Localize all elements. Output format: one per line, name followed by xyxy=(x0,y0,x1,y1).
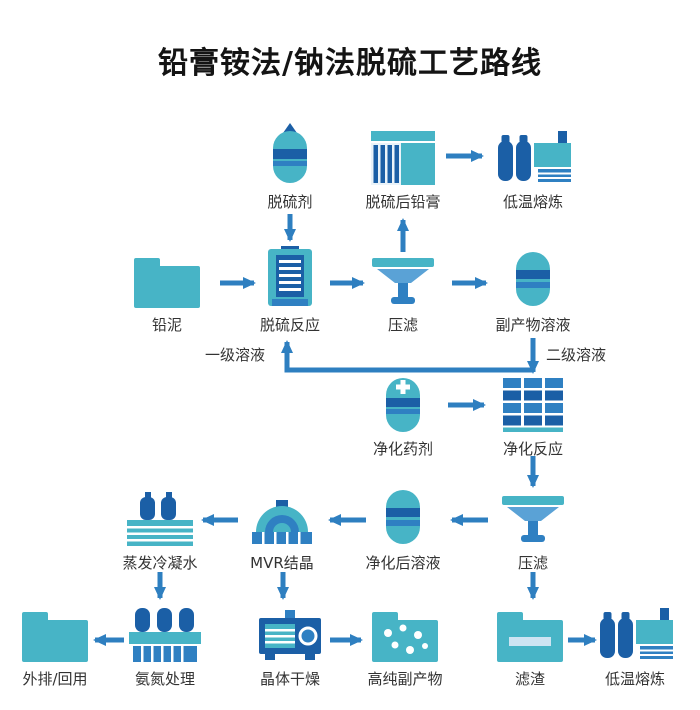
node-label: 低温熔炼 xyxy=(502,193,563,211)
desulfurizer-tank-icon xyxy=(268,123,312,185)
node-low-temp-smelting-bottom: 低温熔炼 xyxy=(580,600,690,689)
solution-tank-icon xyxy=(381,484,425,546)
folder-icon xyxy=(134,246,200,308)
node-label: 净化药剂 xyxy=(372,440,433,458)
node-press-filter-2: 压滤 xyxy=(478,484,588,573)
node-desulfurized-lead-paste: 脱硫后铅膏 xyxy=(348,123,458,212)
treatment-plant-icon xyxy=(127,600,203,662)
filter-press-icon xyxy=(371,246,435,308)
node-mvr-crystallization: MVR结晶 xyxy=(227,484,337,573)
node-purification-reaction: 净化反应 xyxy=(478,370,588,459)
reaction-grid-icon xyxy=(503,370,563,432)
node-label: MVR结晶 xyxy=(250,554,314,572)
node-label: 净化反应 xyxy=(502,440,563,458)
dryer-machine-icon xyxy=(257,600,323,662)
paste-container-icon xyxy=(371,123,435,185)
node-label: 压滤 xyxy=(387,316,418,334)
agent-tank-icon xyxy=(381,370,425,432)
node-ammonia-nitrogen-treatment: 氨氮处理 xyxy=(110,600,220,689)
node-discharge-reuse: 外排/回用 xyxy=(0,600,110,689)
node-label: 铅泥 xyxy=(151,316,182,334)
node-evaporation-condensate: 蒸发冷凝水 xyxy=(105,484,215,573)
reactor-cabinet-icon xyxy=(267,246,313,308)
node-label: 蒸发冷凝水 xyxy=(122,554,198,572)
node-desulfurization-reaction: 脱硫反应 xyxy=(235,246,345,335)
node-label: 副产物溶液 xyxy=(495,316,571,334)
arrow-primary-solution-loop xyxy=(281,340,533,373)
node-label: 脱硫剂 xyxy=(267,193,313,211)
node-desulfurizer: 脱硫剂 xyxy=(235,123,345,212)
node-press-filter-1: 压滤 xyxy=(348,246,458,335)
node-byproduct-solution: 副产物溶液 xyxy=(478,246,588,335)
node-label: 外排/回用 xyxy=(22,670,88,688)
node-high-purity-byproduct: 高纯副产物 xyxy=(350,600,460,689)
edge-label-primary-solution: 一级溶液 xyxy=(205,346,266,364)
smelting-furnace-icon xyxy=(596,600,674,662)
node-crystal-drying: 晶体干燥 xyxy=(235,600,345,689)
node-label: 氨氮处理 xyxy=(134,670,195,688)
page-title: 铅膏铵法/钠法脱硫工艺路线 xyxy=(158,46,542,81)
node-label: 脱硫后铅膏 xyxy=(365,193,441,211)
node-label: 高纯副产物 xyxy=(367,670,443,688)
folder-stripe-icon xyxy=(497,600,563,662)
node-low-temp-smelting-top: 低温熔炼 xyxy=(478,123,588,212)
node-label: 压滤 xyxy=(517,554,548,572)
node-filter-residue: 滤渣 xyxy=(475,600,585,689)
node-lead-mud: 铅泥 xyxy=(112,246,222,335)
folder-icon xyxy=(22,600,88,662)
dome-icon xyxy=(250,484,314,546)
node-label: 晶体干燥 xyxy=(259,670,320,688)
folder-dots-icon xyxy=(372,600,438,662)
condensate-bottles-icon xyxy=(125,484,195,546)
node-purified-solution: 净化后溶液 xyxy=(348,484,458,573)
smelting-furnace-icon xyxy=(494,123,572,185)
edge-label-secondary-solution: 二级溶液 xyxy=(546,346,607,364)
filter-press-icon xyxy=(501,484,565,546)
node-label: 滤渣 xyxy=(514,670,545,688)
node-label: 低温熔炼 xyxy=(604,670,665,688)
node-label: 脱硫反应 xyxy=(259,316,320,334)
node-purification-agent: 净化药剂 xyxy=(348,370,458,459)
node-label: 净化后溶液 xyxy=(365,554,441,572)
solution-tank-icon xyxy=(511,246,555,308)
